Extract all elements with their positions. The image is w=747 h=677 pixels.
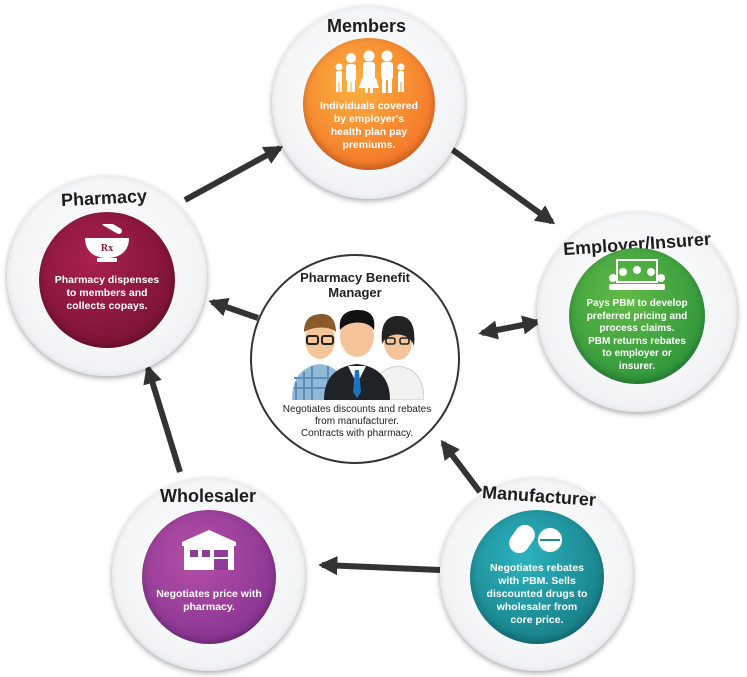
family-icon [335,50,405,93]
arrow-pbm-employer [478,315,542,340]
employer-insurer-disc: Pays PBM to develop preferred pricing an… [569,248,705,384]
members-disc: Individuals covered by employer's health… [303,38,435,170]
wholesaler-description: Negotiates price with pharmacy. [156,588,262,613]
pills-icon [509,524,562,554]
wholesaler-node: Wholesaler Negotiates price with pharmac… [112,478,305,671]
manufacturer-node: Manufacturer Negotiates rebates with PBM… [440,478,633,671]
employer-insurer-node: Employer/Insurer Pays PBM to develop pre… [537,212,737,412]
businessman-figure [324,310,390,400]
rx-label: Rx [101,243,113,254]
people-icon [292,310,424,400]
pharmacy-node: Pharmacy Rx Pharmacy dispenses to member… [7,176,207,376]
wholesaler-disc: Negotiates price with pharmacy. [142,510,276,644]
arrow-manufacturer-to-wholesaler [318,556,441,576]
arrow-wholesaler-to-pharmacy [143,364,183,473]
warehouse-icon [182,530,236,570]
arrow-pharmacy-to-members [183,145,284,203]
pbm-node: Pharmacy Benefit Manager [250,254,460,464]
arrow-members-to-employer [448,145,556,225]
wholesaler-title: Wholesaler [160,486,257,506]
pbm-description: Negotiates discounts and rebates from ma… [282,404,432,439]
members-node: Members Individuals covered by employer'… [272,6,465,199]
manufacturer-description: Negotiates rebates with PBM. Sells disco… [486,562,588,626]
pharmacy-description: Pharmacy dispenses to members and collec… [54,274,160,312]
mortar-pestle-icon: Rx [85,224,129,262]
pharmacy-title: Pharmacy [60,185,148,211]
arrow-manufacturer-to-pbm [440,439,483,494]
pbm-title: Pharmacy Benefit Manager [300,270,410,300]
employer-insurer-description: Pays PBM to develop preferred pricing an… [586,298,688,372]
members-title: Members [327,16,407,36]
arrow-pbm-to-pharmacy [208,297,259,321]
manufacturer-disc: Negotiates rebates with PBM. Sells disco… [470,510,604,644]
meeting-icon [609,259,665,290]
pharmacy-disc: Rx Pharmacy dispenses to members and col… [39,212,175,348]
members-description: Individuals covered by employer's health… [319,100,418,151]
